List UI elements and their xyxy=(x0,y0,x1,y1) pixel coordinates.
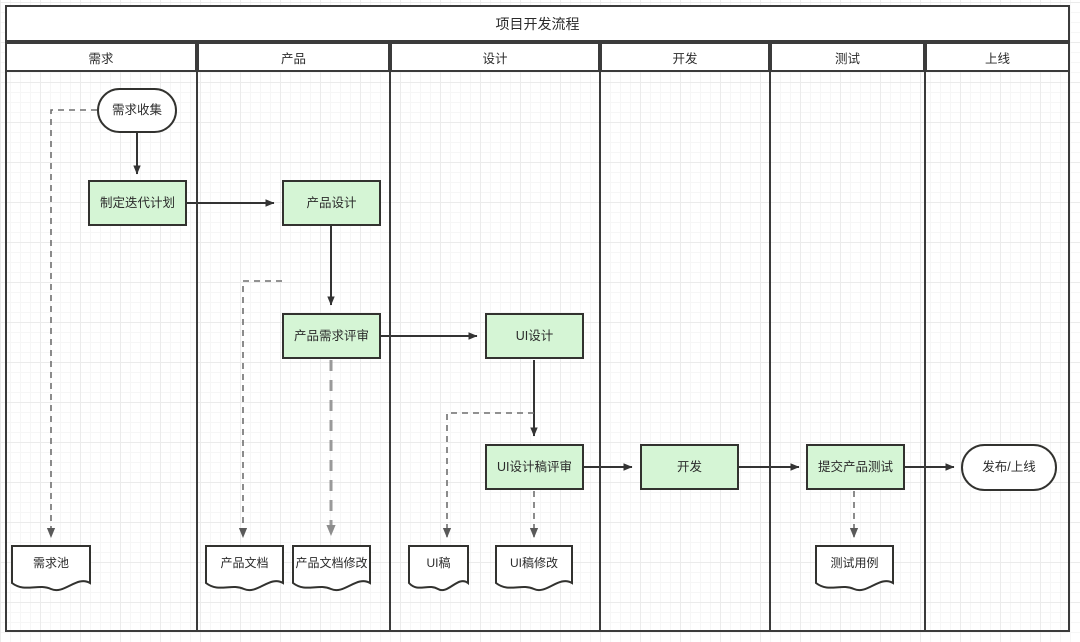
node-label: 测试用例 xyxy=(830,556,879,570)
node-label: UI设计 xyxy=(515,328,554,343)
node-development[interactable]: 开发 xyxy=(640,444,739,490)
lane-divider-1 xyxy=(196,72,198,632)
lane-header-test[interactable]: 测试 xyxy=(770,42,925,72)
lane-divider-2 xyxy=(389,72,391,632)
node-label: 产品设计 xyxy=(306,195,357,210)
lane-header-release[interactable]: 上线 xyxy=(925,42,1070,72)
lane-label: 测试 xyxy=(834,51,860,66)
node-release-online[interactable]: 发布/上线 xyxy=(961,444,1057,491)
node-requirement-pool[interactable]: 需求池 xyxy=(11,545,91,592)
lane-header-design[interactable]: 设计 xyxy=(390,42,600,72)
node-ui-draft-review[interactable]: UI设计稿评审 xyxy=(485,444,584,490)
lane-label: 需求 xyxy=(88,51,114,66)
node-iteration-plan[interactable]: 制定迭代计划 xyxy=(88,180,187,226)
lane-label: 产品 xyxy=(280,51,306,66)
node-ui-design[interactable]: UI设计 xyxy=(485,313,584,359)
lane-divider-3 xyxy=(599,72,601,632)
lane-header-dev[interactable]: 开发 xyxy=(600,42,770,72)
node-ui-draft[interactable]: UI稿 xyxy=(408,545,469,592)
node-label: 提交产品测试 xyxy=(817,459,893,474)
pool-title-bar: 项目开发流程 xyxy=(5,5,1070,42)
lane-label: 开发 xyxy=(672,51,698,66)
node-submit-product-test[interactable]: 提交产品测试 xyxy=(806,444,905,490)
node-label: 发布/上线 xyxy=(982,460,1036,474)
node-product-document[interactable]: 产品文档 xyxy=(205,545,284,592)
node-requirement-collection[interactable]: 需求收集 xyxy=(97,88,177,133)
node-label: 产品文档修改 xyxy=(295,556,368,570)
lane-header-requirement[interactable]: 需求 xyxy=(5,42,197,72)
node-product-document-revision[interactable]: 产品文档修改 xyxy=(292,545,371,592)
node-label: UI稿修改 xyxy=(509,556,558,570)
node-label: 制定迭代计划 xyxy=(99,195,175,210)
node-product-design[interactable]: 产品设计 xyxy=(282,180,381,226)
node-ui-draft-revision[interactable]: UI稿修改 xyxy=(495,545,573,592)
lane-label: 上线 xyxy=(984,51,1010,66)
lane-header-product[interactable]: 产品 xyxy=(197,42,390,72)
node-product-requirement-review[interactable]: 产品需求评审 xyxy=(282,313,381,359)
node-label: 产品需求评审 xyxy=(293,328,369,343)
lane-divider-4 xyxy=(769,72,771,632)
node-label: 产品文档 xyxy=(220,556,269,570)
node-label: 需求收集 xyxy=(111,103,162,117)
page-title: 项目开发流程 xyxy=(495,15,580,32)
node-label: 需求池 xyxy=(32,556,69,570)
node-test-case[interactable]: 测试用例 xyxy=(815,545,894,592)
node-label: UI设计稿评审 xyxy=(496,459,572,474)
node-label: 开发 xyxy=(676,459,702,474)
node-label: UI稿 xyxy=(426,556,451,570)
lane-label: 设计 xyxy=(482,51,508,66)
lane-divider-5 xyxy=(924,72,926,632)
